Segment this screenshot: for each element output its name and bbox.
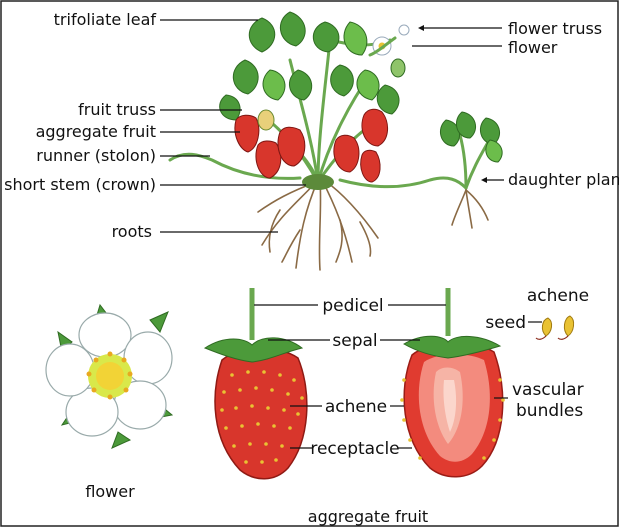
label-fruit-truss: fruit truss xyxy=(78,100,156,119)
label-achene-mid: achene xyxy=(325,397,387,417)
label-aggregate-fruit-top: aggregate fruit xyxy=(36,122,156,141)
daughter-plant-illustration xyxy=(440,112,502,228)
label-roots: roots xyxy=(112,222,152,241)
label-flower-bottom: flower xyxy=(85,482,135,501)
label-vascular-2: bundles xyxy=(516,401,583,421)
label-seed: seed xyxy=(485,313,526,333)
roots-illustration xyxy=(258,180,378,270)
label-vascular-1: vascular xyxy=(512,380,584,400)
label-receptacle: receptacle xyxy=(310,439,399,459)
label-daughter-plant: daughter plant xyxy=(508,170,619,189)
label-aggregate-fruit-bottom: aggregate fruit xyxy=(308,507,428,526)
strawberry-fruit-illustration xyxy=(205,288,307,479)
label-trifoliate-leaf: trifoliate leaf xyxy=(54,10,157,29)
label-flower-top: flower xyxy=(508,38,558,57)
label-short-stem: short stem (crown) xyxy=(4,175,156,194)
achene-seeds-illustration xyxy=(536,316,574,339)
label-achene-right: achene xyxy=(527,286,589,306)
label-flower-truss: flower truss xyxy=(508,19,602,38)
flower-truss-illustration xyxy=(370,25,409,77)
label-sepal: sepal xyxy=(332,331,377,351)
label-runner: runner (stolon) xyxy=(36,146,156,165)
label-pedicel: pedicel xyxy=(322,296,383,316)
trifoliate-leaves xyxy=(220,12,399,120)
flower-illustration xyxy=(46,305,172,448)
